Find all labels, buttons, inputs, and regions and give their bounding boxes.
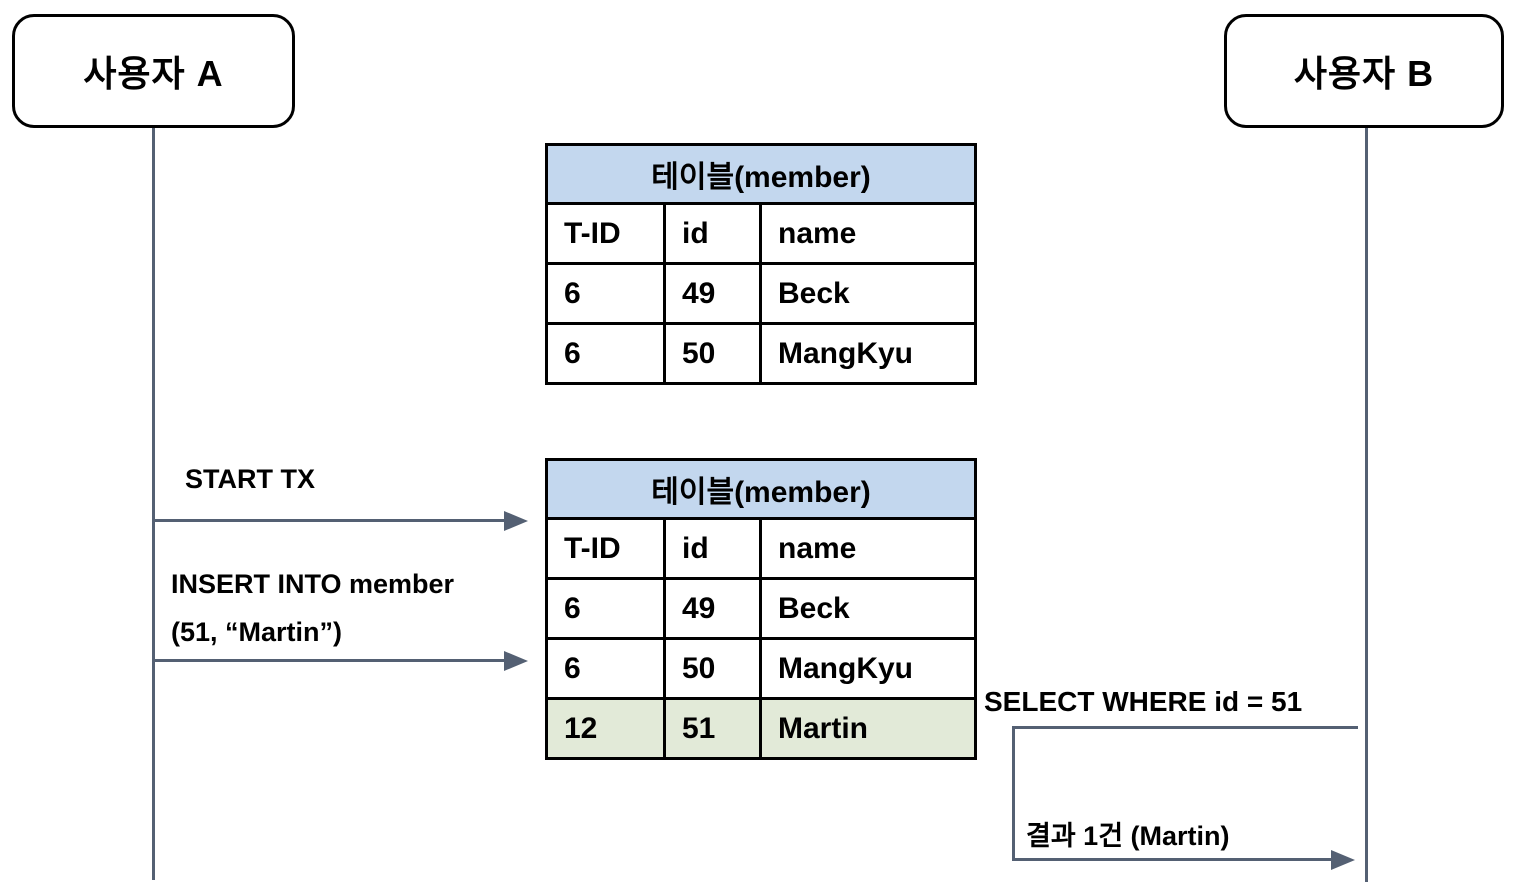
cell-name: Beck bbox=[758, 577, 978, 640]
column-header-tid: T-ID bbox=[545, 202, 666, 265]
column-header-id: id bbox=[663, 517, 762, 580]
table-row: 6 50 MangKyu bbox=[545, 322, 978, 385]
cell-name: MangKyu bbox=[758, 637, 978, 700]
cell-tid: 6 bbox=[545, 262, 666, 325]
table-title-row: 테이블(member) bbox=[544, 143, 978, 205]
actor-box-user-b: 사용자 B bbox=[1224, 14, 1504, 128]
cell-id: 50 bbox=[663, 322, 762, 385]
member-table-after: 테이블(member) T-ID id name 6 49 Beck 6 50 … bbox=[544, 458, 978, 760]
cell-tid: 6 bbox=[545, 637, 666, 700]
table-row-highlighted-martin: 12 51 Martin bbox=[545, 697, 978, 760]
actor-label-user-a: 사용자 A bbox=[83, 53, 224, 94]
lifeline-user-a bbox=[152, 128, 155, 880]
table-row: 6 49 Beck bbox=[545, 577, 978, 640]
actor-box-user-a: 사용자 A bbox=[12, 14, 295, 128]
table-title-row: 테이블(member) bbox=[544, 458, 978, 520]
lifeline-user-b bbox=[1365, 128, 1368, 882]
message-label-result: 결과 1건 (Martin) bbox=[1026, 821, 1230, 851]
table-header-row: T-ID id name bbox=[545, 202, 978, 265]
cell-id: 50 bbox=[663, 637, 762, 700]
table-header-row: T-ID id name bbox=[545, 517, 978, 580]
arrow-line-insert bbox=[154, 659, 505, 662]
column-header-name: name bbox=[758, 517, 978, 580]
column-header-tid: T-ID bbox=[545, 517, 666, 580]
column-header-id: id bbox=[663, 202, 762, 265]
message-label-start-tx: START TX bbox=[185, 464, 315, 494]
cell-id: 49 bbox=[663, 262, 762, 325]
cell-name: MangKyu bbox=[758, 322, 978, 385]
arrow-line-result bbox=[1012, 858, 1332, 861]
cell-tid: 12 bbox=[545, 697, 666, 760]
arrowhead-right-icon bbox=[504, 511, 528, 531]
arrowhead-right-icon bbox=[504, 651, 528, 671]
cell-name: Beck bbox=[758, 262, 978, 325]
table-title: 테이블(member) bbox=[544, 458, 978, 520]
table-row: 6 50 MangKyu bbox=[545, 637, 978, 700]
table-title: 테이블(member) bbox=[544, 143, 978, 205]
arrowhead-right-icon bbox=[1331, 850, 1355, 870]
actor-label-user-b: 사용자 B bbox=[1293, 53, 1435, 94]
cell-id: 51 bbox=[663, 697, 762, 760]
member-table-before: 테이블(member) T-ID id name 6 49 Beck 6 50 … bbox=[544, 143, 978, 385]
cell-id: 49 bbox=[663, 577, 762, 640]
select-call-top-line bbox=[1012, 726, 1358, 729]
table-row: 6 49 Beck bbox=[545, 262, 978, 325]
cell-tid: 6 bbox=[545, 322, 666, 385]
message-label-insert: INSERT INTO member (51, “Martin”) bbox=[171, 569, 455, 647]
column-header-name: name bbox=[758, 202, 978, 265]
arrow-line-start-tx bbox=[154, 519, 505, 522]
cell-name: Martin bbox=[758, 697, 978, 760]
select-call-vertical-line bbox=[1012, 726, 1015, 861]
message-label-select: SELECT WHERE id = 51 bbox=[984, 686, 1303, 717]
cell-tid: 6 bbox=[545, 577, 666, 640]
